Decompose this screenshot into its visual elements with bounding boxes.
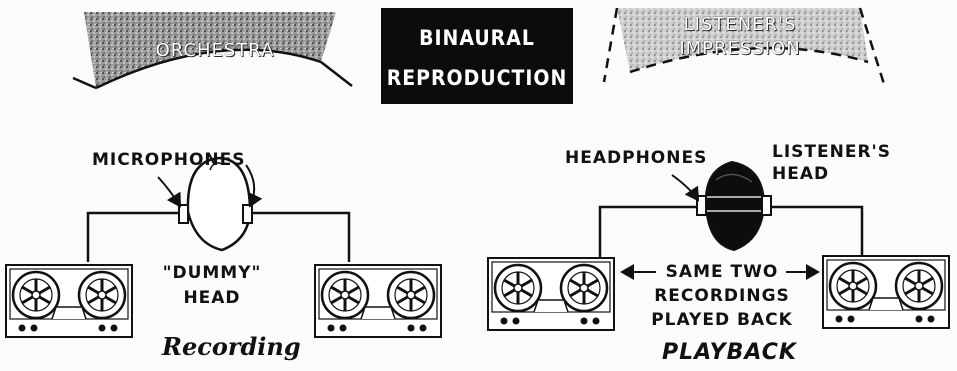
playback-tape-deck-right [823, 256, 949, 328]
dummy-head-label-line-1: "DUMMY" [158, 263, 266, 284]
playback-caption: PLAYBACK [662, 340, 797, 365]
title-line-2: REPRODUCTION [381, 66, 573, 90]
title-box: BINAURAL REPRODUCTION [381, 8, 573, 104]
impression-label-line-2: IMPRESSION [650, 38, 830, 60]
same-two-label-line-1: SAME TWO [660, 262, 784, 283]
listener-head-label-line-1: LISTENER'S [772, 142, 891, 163]
listener-head [697, 162, 771, 250]
same-two-label-line-2: RECORDINGS [650, 286, 794, 307]
headphones-label: HEADPHONES [565, 148, 707, 169]
recording-tape-deck-left [6, 265, 132, 337]
recording-tape-deck-right [315, 265, 441, 337]
impression-label-line-1: LISTENER'S [650, 14, 830, 36]
headphones-arrow [672, 175, 698, 200]
title-line-1: BINAURAL [381, 26, 573, 50]
same-two-label-line-3: PLAYED BACK [650, 310, 794, 331]
playback-tape-deck-left [488, 258, 614, 330]
dummy-head-label-line-2: HEAD [158, 288, 266, 309]
microphones-label: MICROPHONES [92, 150, 245, 171]
orchestra-label: ORCHESTRA [130, 40, 300, 62]
dummy-head [179, 158, 252, 250]
recording-caption: Recording [162, 332, 301, 361]
listener-head-label-line-2: HEAD [772, 164, 829, 185]
